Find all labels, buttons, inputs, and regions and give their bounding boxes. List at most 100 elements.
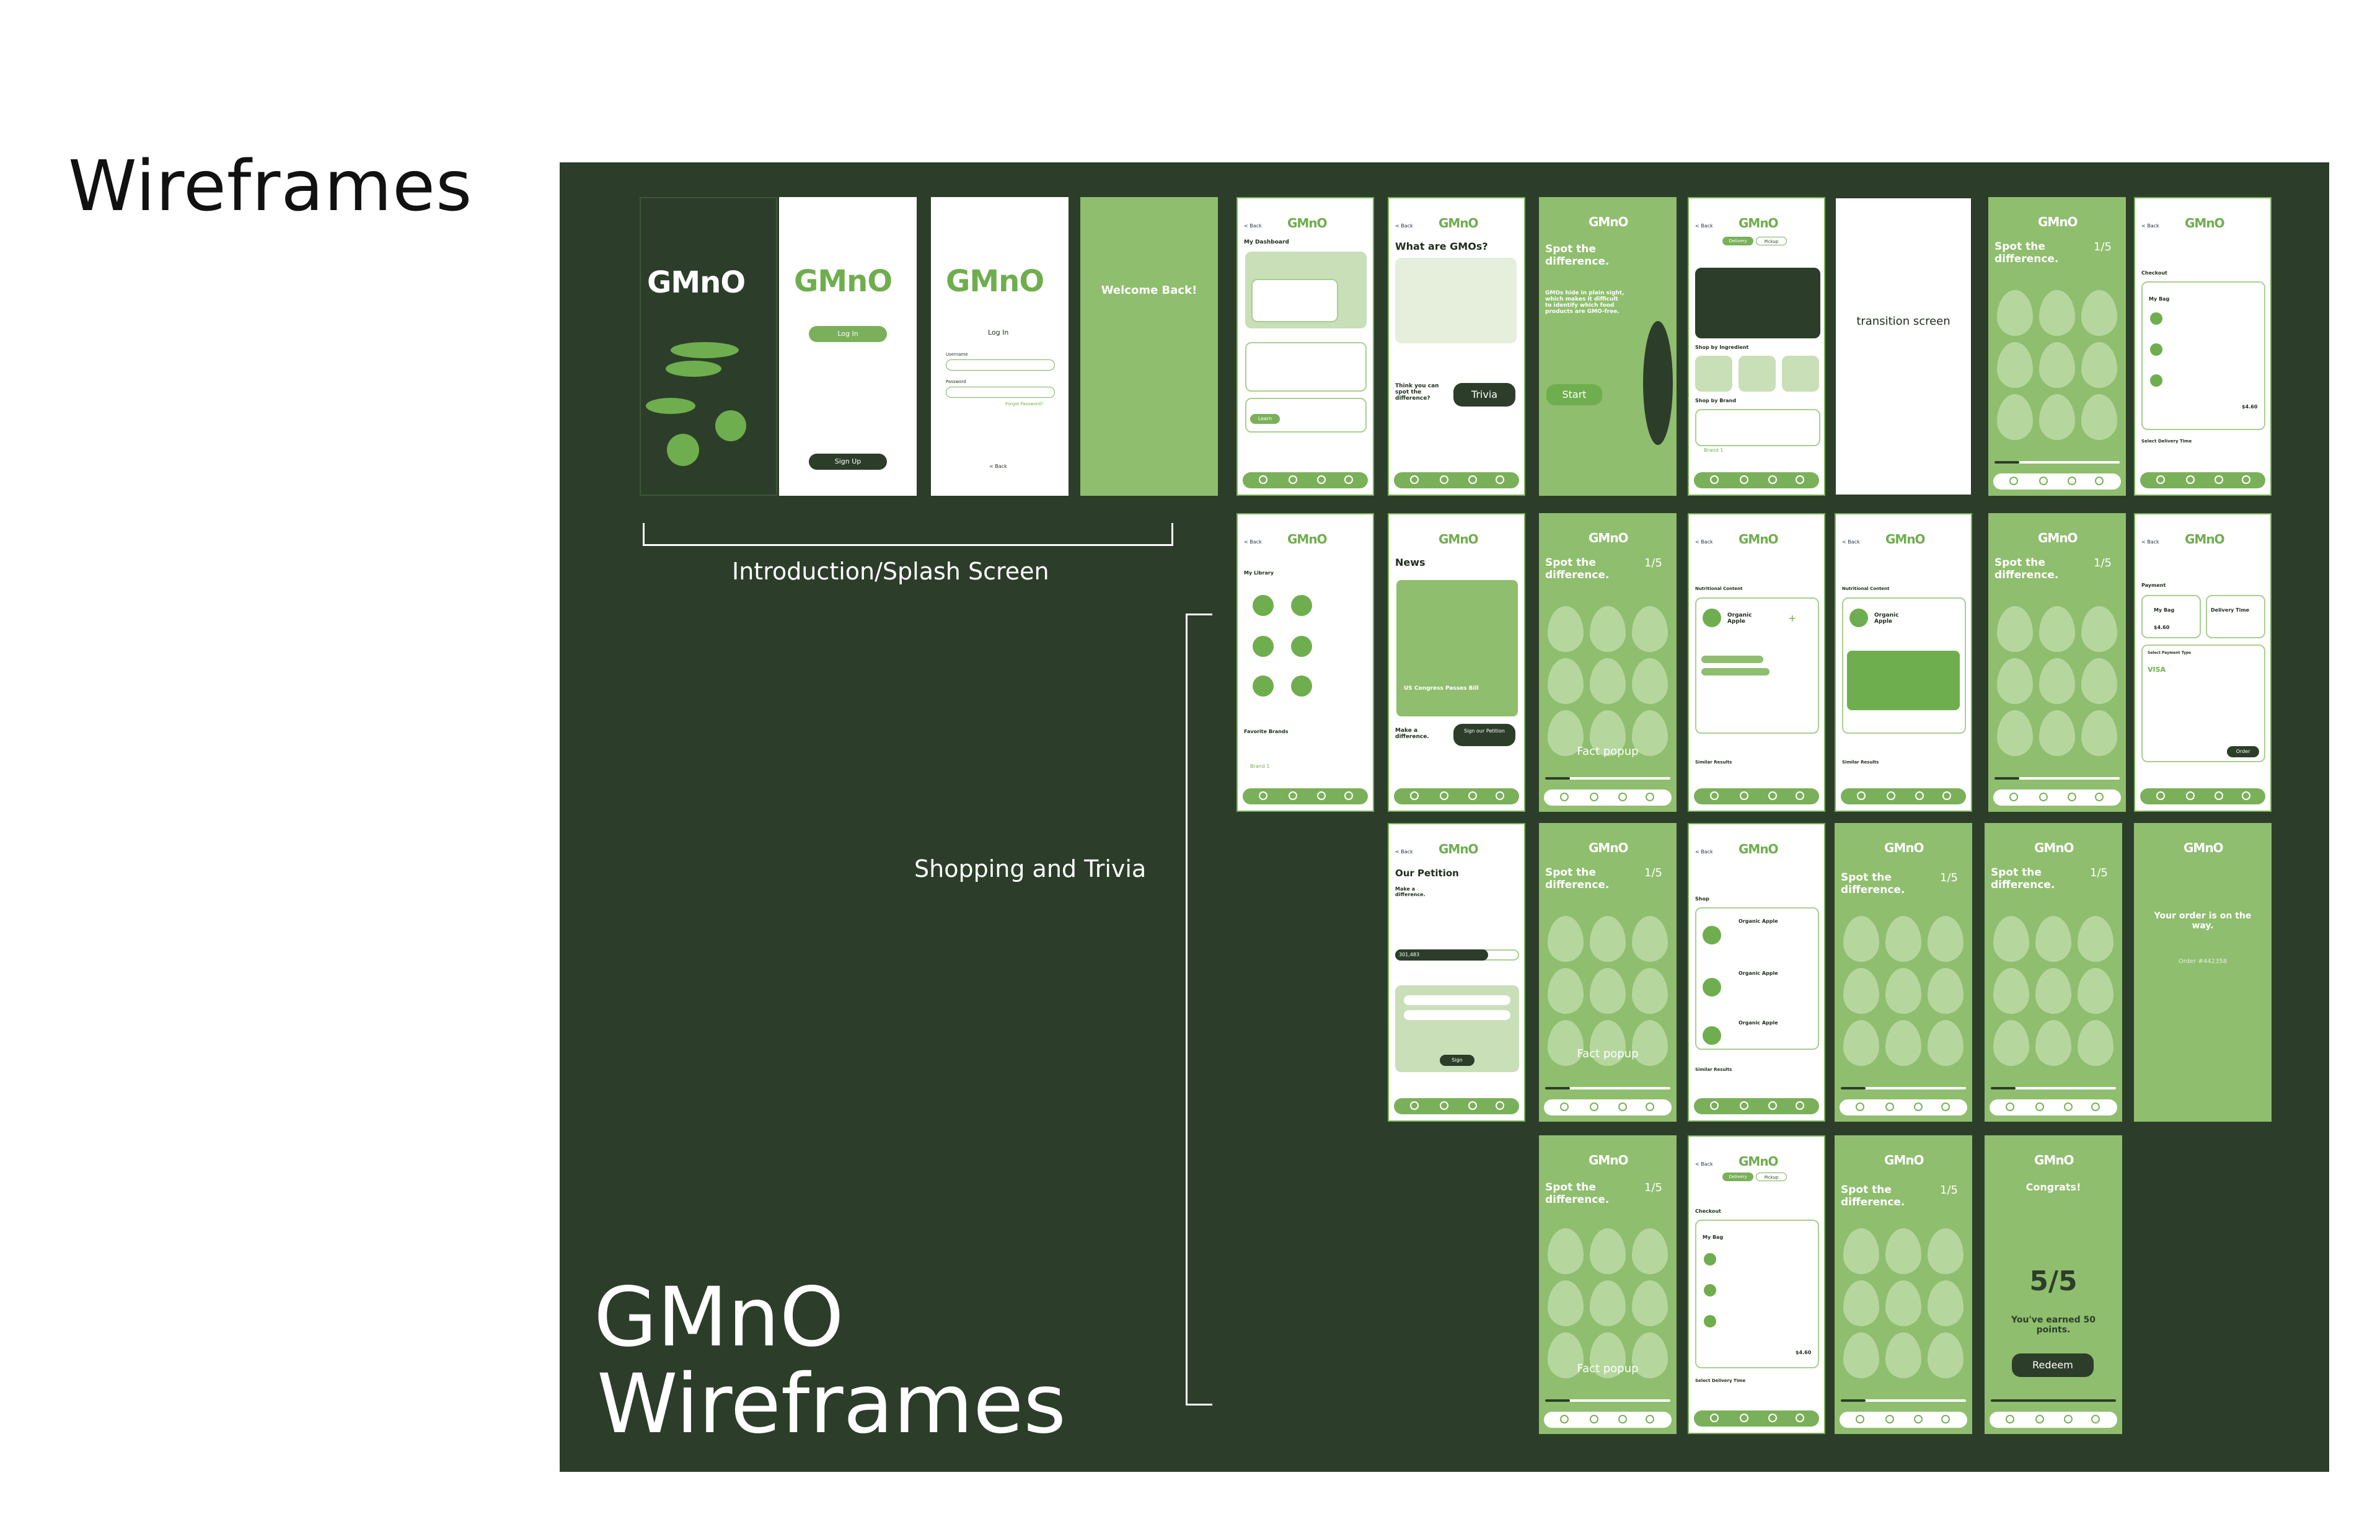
leaf-icon[interactable] (2039, 394, 2075, 440)
apple-icon[interactable] (1703, 1026, 1721, 1045)
leaf-icon[interactable] (1928, 1228, 1963, 1274)
apple-icon[interactable] (1703, 978, 1721, 997)
bag-icon[interactable] (1941, 1415, 1950, 1423)
leaf-icon[interactable] (1993, 916, 2029, 962)
leaf-icon[interactable] (1590, 916, 1626, 962)
apple-icon[interactable] (1253, 595, 1274, 616)
leaf-icon[interactable] (1548, 710, 1584, 756)
back-link[interactable]: < Back (1695, 539, 1713, 545)
book-icon[interactable] (1740, 1414, 1748, 1422)
ingredient-tile[interactable] (1739, 356, 1776, 392)
back-link[interactable]: < Back (2141, 539, 2159, 545)
book-icon[interactable] (2186, 475, 2195, 484)
shop-icon[interactable] (2068, 793, 2076, 801)
shop-icon[interactable] (1468, 1101, 1477, 1110)
leaf-icon[interactable] (1632, 658, 1668, 704)
leaf-icon[interactable] (1843, 916, 1879, 962)
home-icon[interactable] (1410, 1101, 1419, 1110)
leaf-icon[interactable] (2081, 606, 2117, 652)
book-icon[interactable] (1289, 475, 1297, 484)
leaf-icon[interactable] (1997, 394, 2033, 440)
password-field[interactable] (946, 387, 1055, 398)
learn-button[interactable]: Learn (1250, 414, 1280, 424)
shop-icon[interactable] (1317, 791, 1326, 800)
shop-icon[interactable] (1317, 475, 1326, 484)
book-icon[interactable] (1740, 475, 1748, 484)
leaf-icon[interactable] (1885, 1020, 1921, 1066)
leaf-icon[interactable] (2078, 916, 2113, 962)
book-icon[interactable] (2035, 1102, 2044, 1111)
shop-icon[interactable] (2068, 477, 2076, 485)
leaf-icon[interactable] (1590, 1020, 1626, 1066)
bag-icon[interactable] (1796, 1101, 1804, 1110)
ingredient-tile[interactable] (1695, 356, 1732, 392)
bag-icon[interactable] (2095, 477, 2104, 485)
leaf-icon[interactable] (1548, 1020, 1584, 1066)
leaf-icon[interactable] (1928, 1280, 1963, 1326)
leaf-icon[interactable] (2081, 658, 2117, 704)
bag-icon[interactable] (1344, 475, 1353, 484)
bag-icon[interactable] (2091, 1415, 2100, 1423)
book-icon[interactable] (1740, 791, 1748, 800)
book-icon[interactable] (1289, 791, 1297, 800)
bag-icon[interactable] (1496, 1101, 1504, 1110)
leaf-icon[interactable] (1632, 968, 1668, 1014)
leaf-icon[interactable] (1997, 658, 2033, 704)
leaf-icon[interactable] (1928, 1020, 1963, 1066)
apple-icon[interactable] (1703, 926, 1721, 944)
shop-icon[interactable] (2215, 475, 2223, 484)
bag-icon[interactable] (2091, 1102, 2100, 1111)
leaf-icon[interactable] (1632, 1332, 1668, 1378)
leaf-icon[interactable] (2078, 968, 2113, 1014)
bag-icon[interactable] (1941, 1102, 1950, 1111)
home-icon[interactable] (1560, 1415, 1569, 1423)
news-image-placeholder[interactable] (1395, 579, 1519, 718)
order-button[interactable]: Order (2227, 746, 2259, 757)
delivery-card[interactable] (2206, 595, 2265, 638)
bag-icon[interactable] (1496, 475, 1504, 484)
apple-icon[interactable] (1291, 636, 1312, 657)
leaf-icon[interactable] (2081, 710, 2117, 756)
back-link[interactable]: < Back (2141, 223, 2159, 229)
shop-icon[interactable] (2064, 1102, 2073, 1111)
home-icon[interactable] (1710, 1414, 1719, 1422)
leaf-icon[interactable] (2039, 342, 2075, 388)
email-field[interactable] (1404, 1010, 1510, 1020)
leaf-icon[interactable] (1928, 968, 1963, 1014)
home-icon[interactable] (1857, 791, 1866, 800)
back-link[interactable]: < Back (1695, 223, 1713, 229)
leaf-icon[interactable] (1548, 658, 1584, 704)
leaf-icon[interactable] (1632, 916, 1668, 962)
leaf-icon[interactable] (2081, 394, 2117, 440)
leaf-icon[interactable] (2081, 290, 2117, 336)
book-icon[interactable] (2186, 791, 2195, 800)
shop-icon[interactable] (1914, 1415, 1923, 1423)
shop-icon[interactable] (1618, 1415, 1627, 1423)
home-icon[interactable] (2009, 477, 2018, 485)
home-icon[interactable] (1710, 1101, 1719, 1110)
home-icon[interactable] (1560, 1102, 1569, 1111)
home-icon[interactable] (2009, 793, 2018, 801)
leaf-icon[interactable] (1548, 916, 1584, 962)
leaf-icon[interactable] (1632, 606, 1668, 652)
shop-icon[interactable] (1768, 475, 1777, 484)
back-link[interactable]: < Back (1244, 223, 1262, 229)
leaf-icon[interactable] (1590, 1332, 1626, 1378)
start-button[interactable]: Start (1546, 384, 1602, 405)
leaf-icon[interactable] (1997, 710, 2033, 756)
book-icon[interactable] (1887, 791, 1895, 800)
back-link[interactable]: < Back (1695, 849, 1713, 855)
leaf-icon[interactable] (1632, 1020, 1668, 1066)
leaf-icon[interactable] (1997, 606, 2033, 652)
leaf-icon[interactable] (1548, 606, 1584, 652)
bag-icon[interactable] (1646, 1102, 1654, 1111)
leaf-icon[interactable] (1843, 1280, 1879, 1326)
leaf-icon[interactable] (1590, 710, 1626, 756)
bag-summary-card[interactable] (2141, 595, 2201, 638)
book-icon[interactable] (2035, 1415, 2044, 1423)
book-icon[interactable] (1440, 1101, 1448, 1110)
apple-icon[interactable] (1253, 675, 1274, 697)
bag-icon[interactable] (1942, 791, 1951, 800)
leaf-icon[interactable] (2035, 968, 2071, 1014)
home-icon[interactable] (2156, 791, 2165, 800)
